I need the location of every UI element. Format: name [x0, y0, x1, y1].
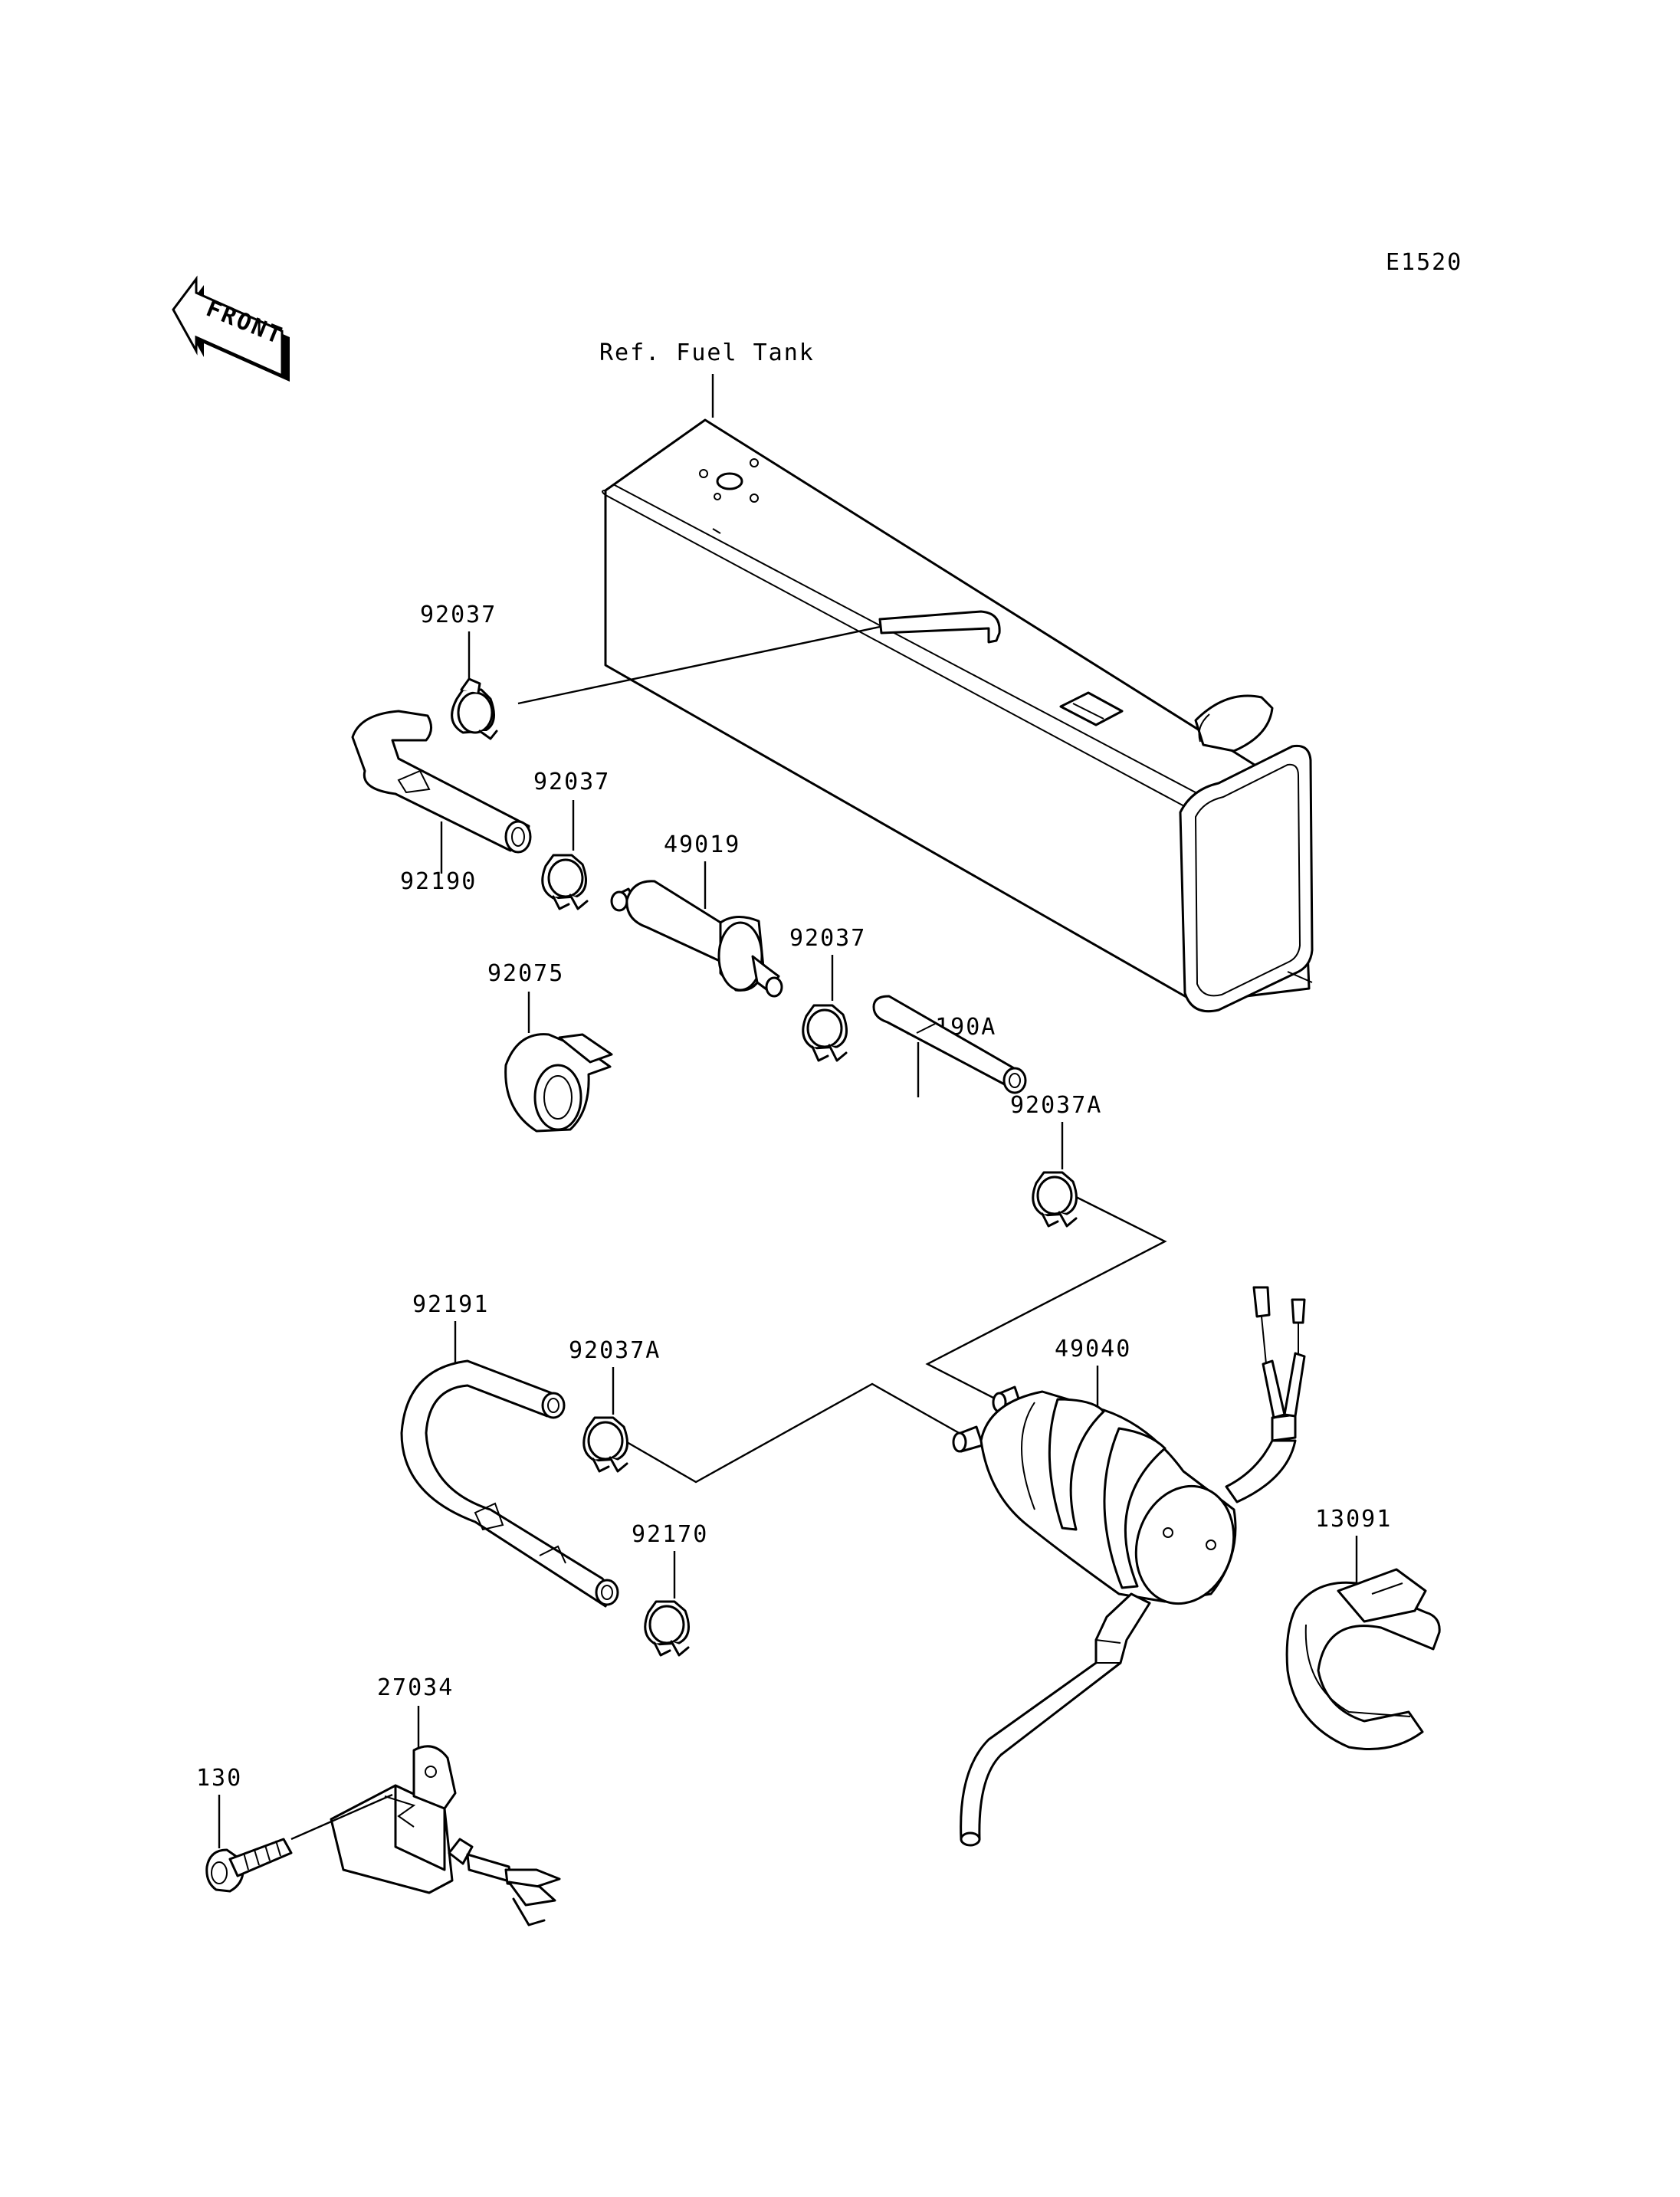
part-label-92037A-a: 92037A: [1010, 1092, 1102, 1119]
ref-fuel-tank-label: Ref. Fuel Tank: [599, 339, 815, 366]
fuel-hose-bent: [400, 1359, 619, 1608]
fuel-hose-top: [351, 710, 532, 854]
tank-hose-route-line: [517, 625, 881, 705]
fuel-hose-short: [872, 995, 1027, 1094]
pump-bracket: [1285, 1568, 1441, 1750]
hose-clamp-bottom: [644, 1600, 690, 1657]
hose-route-line-upper: [925, 1195, 1167, 1401]
hose-clamp-3: [802, 1004, 848, 1062]
relay: [330, 1745, 561, 1926]
fuel-tank: [602, 418, 1314, 1013]
fuel-filter: [610, 880, 783, 998]
part-label-130: 130: [196, 1765, 242, 1792]
front-arrow-icon: FRONT: [172, 275, 290, 382]
diagram-code: E1520: [1386, 249, 1462, 276]
part-label-92075: 92075: [487, 960, 564, 987]
part-label-13091: 13091: [1315, 1506, 1392, 1533]
part-label-92037-a: 92037: [420, 602, 497, 628]
part-label-49019: 49019: [664, 831, 740, 858]
bolt: [205, 1838, 293, 1893]
hose-route-line-lower: [626, 1382, 968, 1484]
part-label-92191: 92191: [412, 1291, 489, 1318]
hose-clamp-2: [541, 854, 589, 910]
bolt-relay-line: [290, 1793, 393, 1841]
hose-clamp-a-top: [1032, 1171, 1078, 1228]
filter-holder: [504, 1033, 613, 1133]
hose-clamp-top: [451, 677, 498, 740]
part-label-92190: 92190: [400, 868, 477, 895]
part-label-92170: 92170: [632, 1521, 708, 1548]
fuel-pump: [952, 1286, 1306, 1847]
part-label-49040: 49040: [1055, 1336, 1131, 1362]
part-label-27034: 27034: [377, 1674, 454, 1701]
hose-clamp-a-mid: [582, 1416, 628, 1473]
part-label-92037A-b: 92037A: [569, 1337, 661, 1364]
part-label-92037-b: 92037: [533, 769, 610, 795]
part-label-92037-c: 92037: [789, 925, 866, 952]
